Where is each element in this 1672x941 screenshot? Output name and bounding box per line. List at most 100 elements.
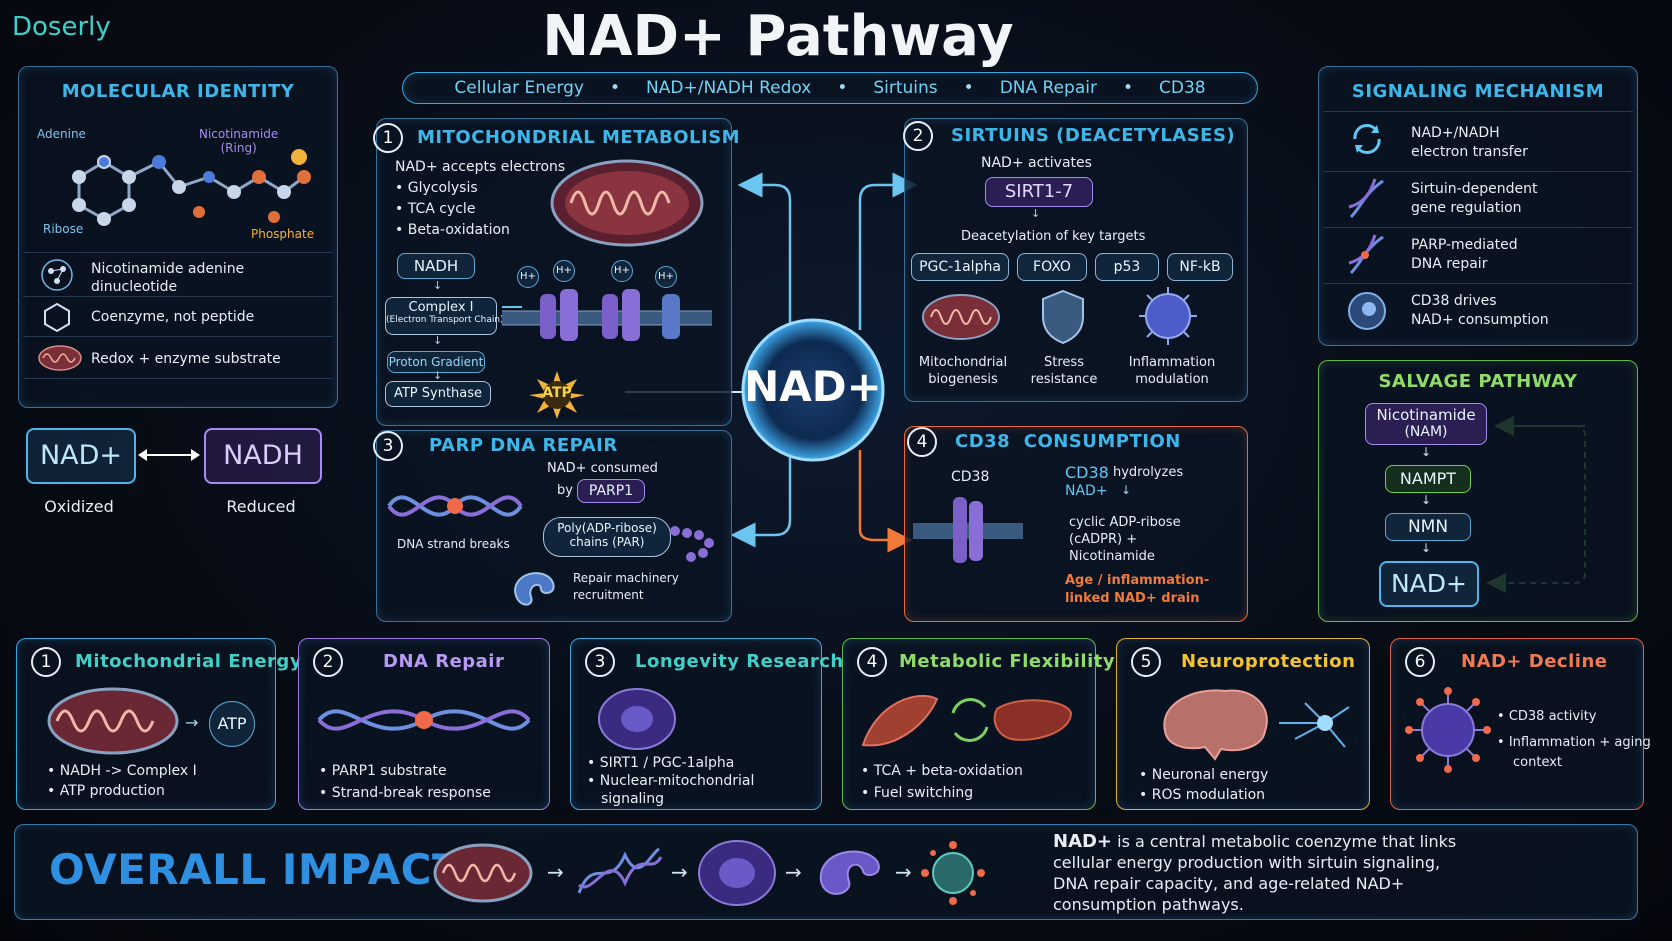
sirtuins-title: SIRTUINS (DEACETYLASES) <box>951 125 1236 146</box>
signaling-row-1-line1: NAD+/NADH <box>1411 125 1500 141</box>
svg-text:→: → <box>785 860 802 884</box>
identity-row-3-line1: Redox + enzyme substrate <box>91 351 281 367</box>
molecular-identity-panel: MOLECULAR IDENTITY Adenine Nicotinamide … <box>18 66 338 408</box>
complex-i-label: Complex I <box>408 300 474 315</box>
signaling-row-3-line1: PARP-mediated <box>1411 237 1518 253</box>
topic-item: Sirtuins <box>873 78 938 98</box>
card-bullet: Strand-break response <box>319 785 491 801</box>
signaling-title: SIGNALING MECHANISM <box>1351 81 1605 102</box>
proton-badge: H+ <box>611 260 633 282</box>
outcome-line1: Stress <box>1044 355 1084 370</box>
nad-consumed-caption: NAD+ consumed <box>547 461 658 476</box>
signaling-mechanism-panel: SIGNALING MECHANISM NAD+/NADH electron t… <box>1318 66 1638 346</box>
overall-impact-panel: OVERALL IMPACT → → → → NAD+ is a central… <box>14 824 1638 920</box>
topic-item: NAD+/NADH Redox <box>646 78 812 98</box>
topic-item: CD38 <box>1159 78 1206 98</box>
mito-bullet: TCA cycle <box>395 201 476 217</box>
product-line: (cADPR) + <box>1069 532 1138 547</box>
mito-bullet: Glycolysis <box>395 180 478 196</box>
dna-repair-icon <box>1348 234 1384 275</box>
dna-helix-icon <box>387 495 523 517</box>
electron-transport-membrane <box>502 289 712 341</box>
oxidized-caption: Oxidized <box>44 497 114 516</box>
svg-text:→: → <box>671 860 688 884</box>
par-chains-line1: Poly(ADP-ribose) <box>557 521 657 535</box>
card-number: 5 <box>1131 647 1161 677</box>
card-bullet: Nuclear-mitochondrial <box>587 773 755 789</box>
card-title: Mitochondrial Energy <box>75 651 303 672</box>
repair-line2: recruitment <box>573 588 644 602</box>
by-caption: by <box>557 483 573 498</box>
cycle-arrows-icon <box>1353 124 1381 154</box>
card-number: 6 <box>1405 647 1435 677</box>
par-chains-chip: Poly(ADP-ribose) chains (PAR) <box>543 517 671 557</box>
label-adenine: Adenine <box>37 127 86 141</box>
nampt-chip: NAMPT <box>1385 465 1471 493</box>
card-title: DNA Repair <box>383 651 505 672</box>
card-mitochondrial-energy: 1 Mitochondrial Energy → ATP NADH -> Com… <box>16 638 302 810</box>
label-ribose: Ribose <box>43 222 84 236</box>
central-nad-label: NAD+ <box>744 362 882 411</box>
signaling-row-4-line1: CD38 drives <box>1411 293 1497 309</box>
signaling-row-2-line2: gene regulation <box>1411 200 1522 216</box>
mitochondrion-illustration <box>550 159 704 247</box>
repair-protein-icon <box>513 572 555 606</box>
target-chip: NF-kB <box>1167 253 1233 281</box>
immune-cell-icon <box>1139 287 1197 345</box>
par-chains-line2: chains (PAR) <box>569 535 645 549</box>
hexagon-icon <box>44 302 70 333</box>
atp-badge: ATP <box>209 701 255 747</box>
nicotinamide-chip: Nicotinamide (NAM) <box>1365 403 1487 445</box>
card-longevity-research: 3 Longevity Research SIRT1 / PGC-1alpha … <box>570 638 843 810</box>
mito-intro: NAD+ accepts electrons <box>395 159 566 175</box>
impact-text: NAD+ is a central metabolic coenzyme tha… <box>1053 831 1613 915</box>
nmn-chip: NMN <box>1385 513 1471 541</box>
sirtuins-activates: NAD+ activates <box>981 155 1092 171</box>
page-title: NAD+ Pathway <box>542 4 1014 69</box>
hydrolysis-verb: hydrolyzes <box>1113 465 1184 480</box>
nam-line2: (NAM) <box>1404 424 1448 440</box>
card-bullet: PARP1 substrate <box>319 763 447 779</box>
sirtuins-panel: 2 SIRTUINS (DEACETYLASES) NAD+ activates… <box>903 118 1248 402</box>
dna-breaks-caption: DNA strand breaks <box>397 537 510 551</box>
drain-line: Age / inflammation- <box>1065 573 1210 588</box>
repair-line1: Repair machinery <box>573 571 679 585</box>
impact-flow-illustration: → → → → <box>433 840 985 906</box>
outcome-line2: modulation <box>1135 372 1209 387</box>
targets-caption: Deacetylation of key targets <box>961 229 1146 244</box>
card-number: 2 <box>313 647 343 677</box>
cd38-label: CD38 <box>951 469 990 485</box>
card-bullet: ATP production <box>47 783 165 799</box>
outcome-line2: biogenesis <box>928 372 998 387</box>
label-phosphate: Phosphate <box>251 227 315 241</box>
mitochondrion-icon <box>38 345 82 371</box>
svg-text:→: → <box>895 860 912 884</box>
parp-title: PARP DNA REPAIR <box>429 435 618 456</box>
parp1-chip: PARP1 <box>577 479 645 503</box>
impact-line: is a central metabolic coenzyme that lin… <box>1112 832 1457 851</box>
card-title: NAD+ Decline <box>1461 651 1608 672</box>
product-line: Nicotinamide <box>1069 549 1155 564</box>
topic-bar: Cellular Energy• NAD+/NADH Redox• Sirtui… <box>402 72 1258 104</box>
card-number: 3 <box>585 647 615 677</box>
step-number: 1 <box>373 123 403 153</box>
brain-neuron-icon <box>1163 689 1350 761</box>
target-chip: FOXO <box>1017 253 1087 281</box>
card-bullet-cont: context <box>1513 755 1562 770</box>
step-number: 4 <box>907 427 937 457</box>
topic-item: Cellular Energy <box>454 78 584 98</box>
atp-synthase-chip: ATP Synthase <box>385 381 491 407</box>
card-title: Metabolic Flexibility <box>899 651 1116 672</box>
mitochondrion-icon <box>922 294 1000 340</box>
card-title: Neuroprotection <box>1181 651 1356 672</box>
cell-icon <box>598 688 676 750</box>
target-chip: PGC-1alpha <box>911 253 1009 281</box>
mitochondrial-metabolism-panel: 1 MITOCHONDRIAL METABOLISM NAD+ accepts … <box>373 118 740 426</box>
cd38-title: CD38 CONSUMPTION <box>955 431 1181 452</box>
proton-badge: H+ <box>553 260 575 282</box>
mito-bullet: Beta-oxidation <box>395 222 510 238</box>
signaling-row-4-line2: NAD+ consumption <box>1411 312 1549 328</box>
hydrolysis-substrate: NAD+ <box>1065 483 1108 499</box>
parp-dna-repair-panel: 3 PARP DNA REPAIR DNA strand breaks NAD+… <box>373 430 732 622</box>
